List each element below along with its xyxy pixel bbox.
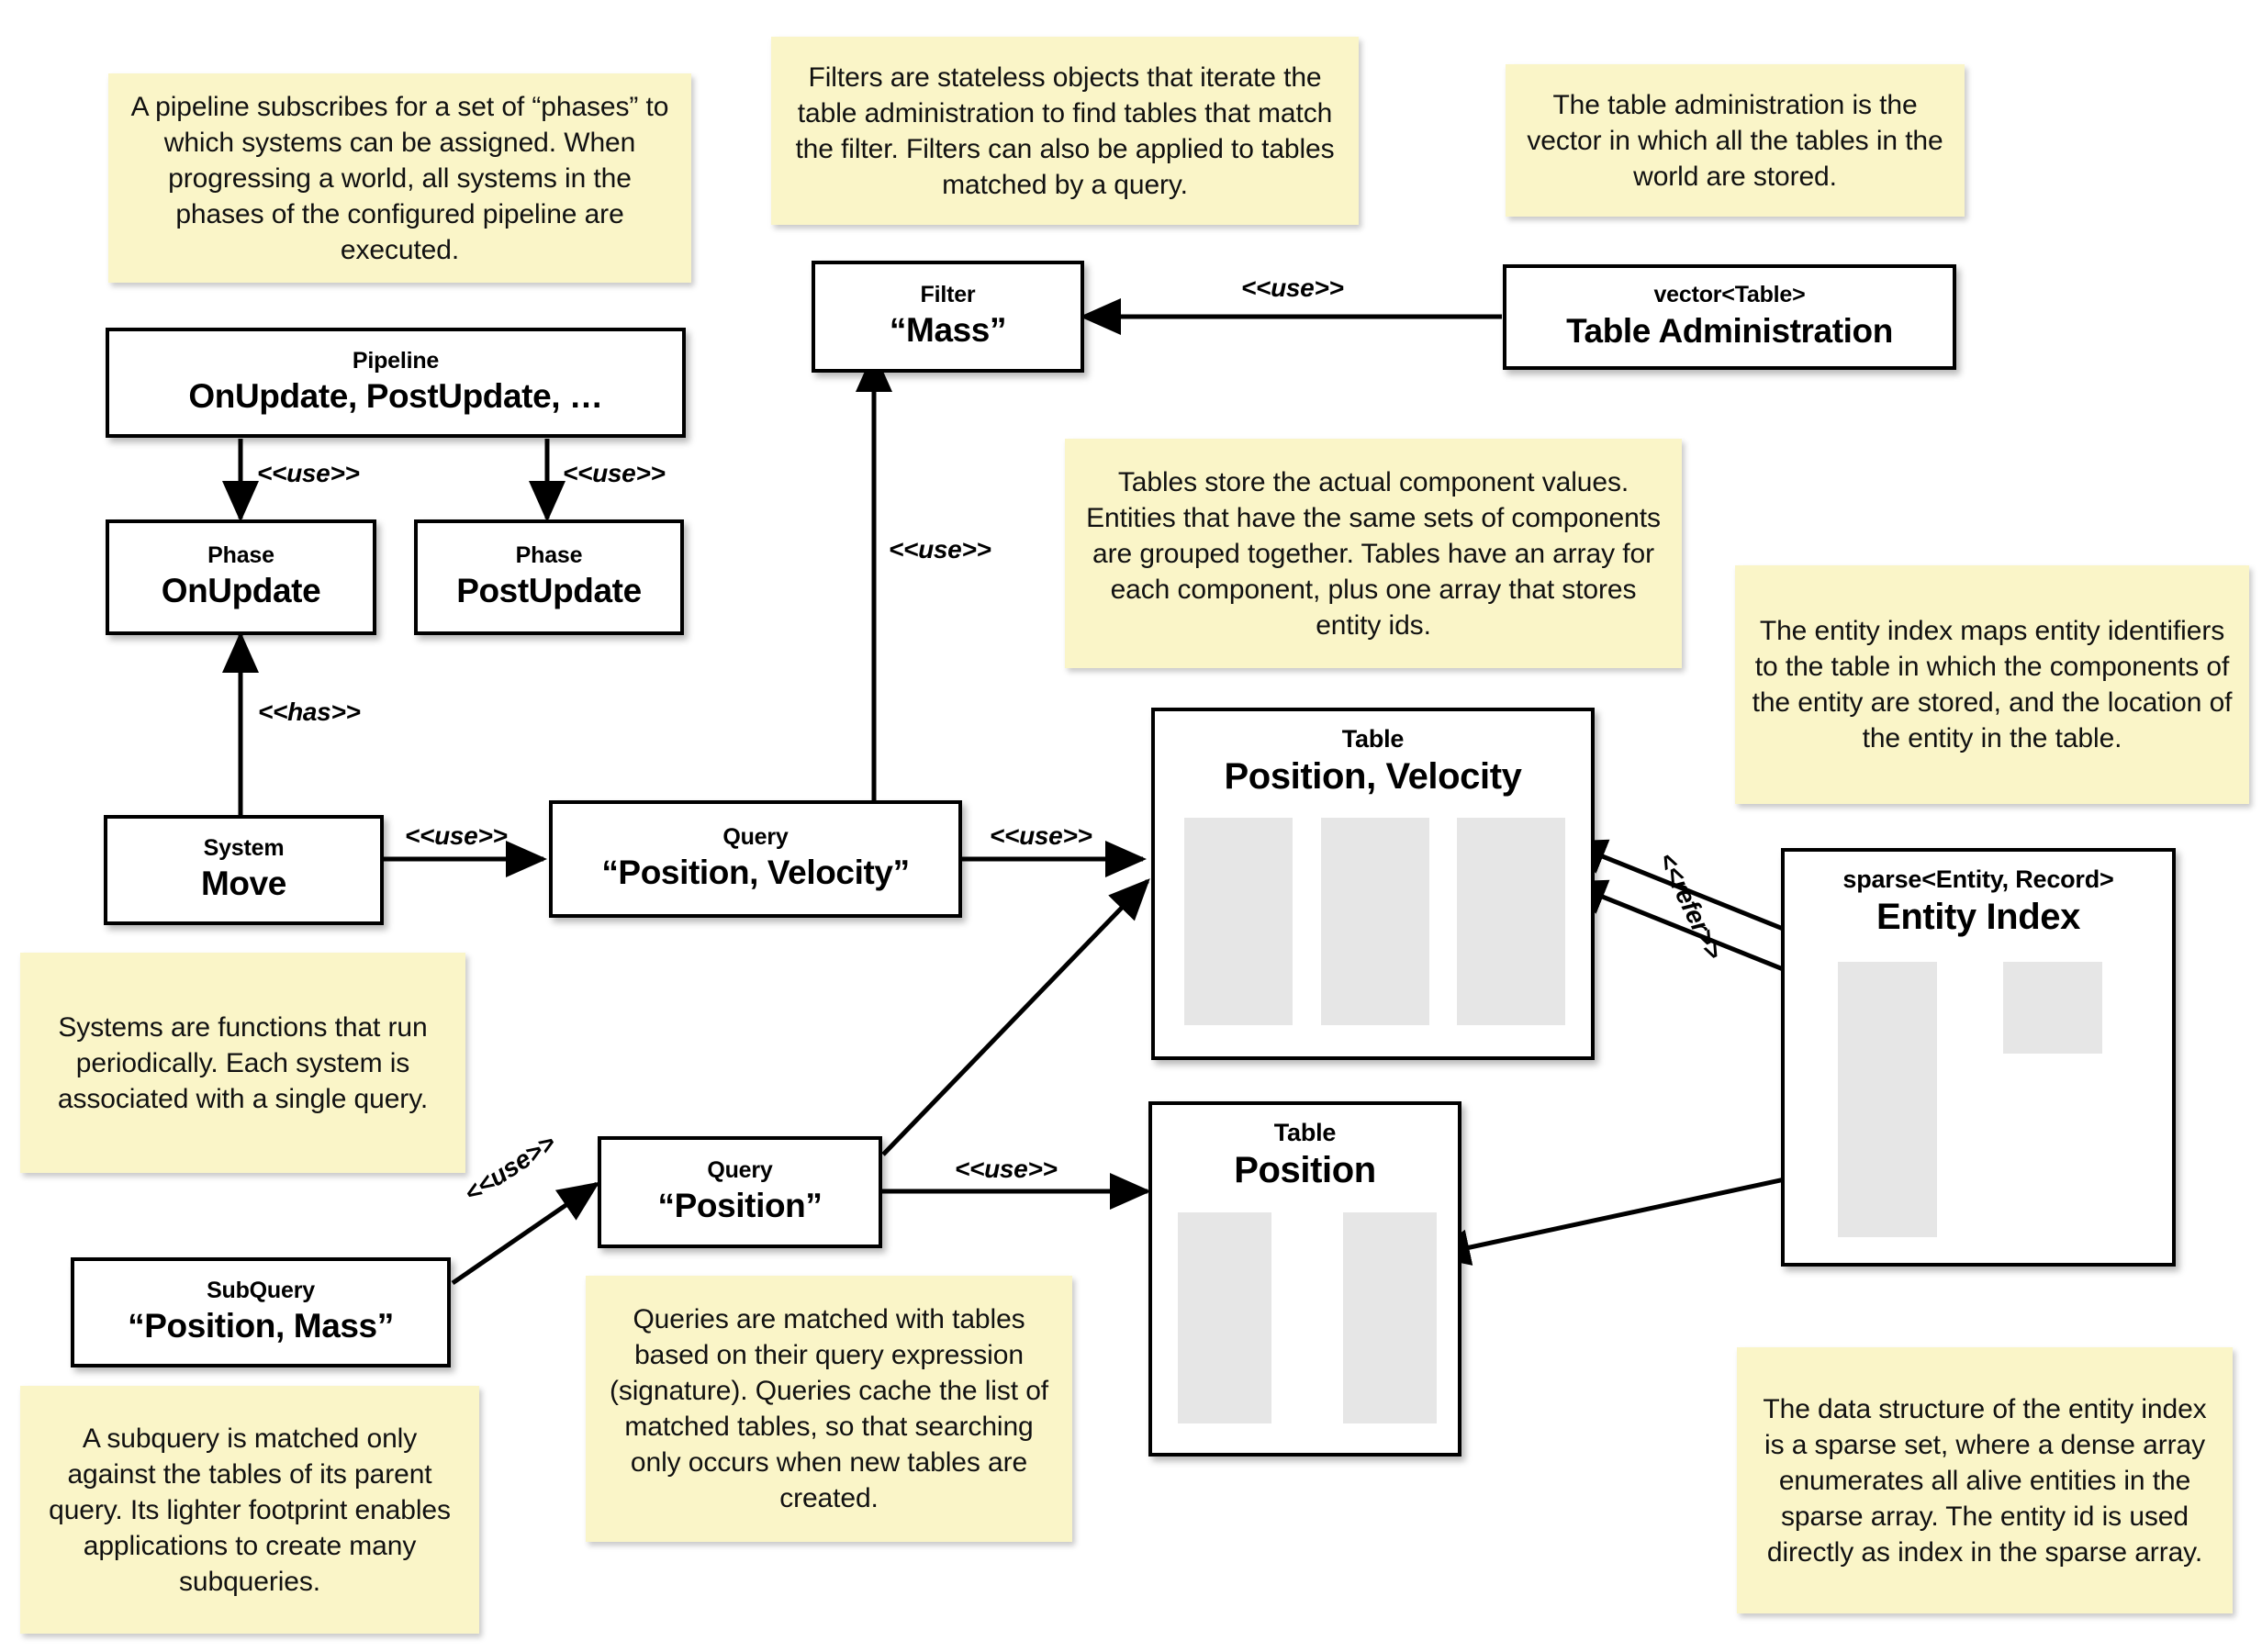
table-pv-columns [1184,818,1565,1025]
table-pv-column-1 [1184,818,1293,1025]
subquery-stereotype: SubQuery [207,1277,315,1303]
entity-index-sparse-array [1838,962,1937,1237]
query-pv-title: “Position, Velocity” [601,854,910,892]
edge-queryp-tablepv [881,878,1150,1156]
table-pv-stereotype: Table [1341,725,1405,753]
table-p-stereotype: Table [1273,1119,1337,1146]
query-pv-stereotype: Query [722,823,789,850]
box-table-position[interactable]: Table Position [1148,1101,1461,1457]
box-system-move[interactable]: System Move [104,815,384,925]
phase-postupdate-stereotype: Phase [515,541,583,568]
edge-label-system-phase-onupdate: <<has>> [258,698,361,726]
phase-onupdate-title: OnUpdate [161,572,321,610]
edge-label-entityindex-refer: <<refer>> [1652,848,1729,964]
edge-label-subquery-queryp: <<use>> [459,1128,561,1208]
entity-index-title: Entity Index [1876,896,2080,937]
edge-label-pipeline-phase-onupdate: <<use>> [257,459,360,487]
box-table-administration[interactable]: vector<Table> Table Administration [1503,264,1956,370]
pipeline-stereotype: Pipeline [352,347,440,374]
box-pipeline[interactable]: Pipeline OnUpdate, PostUpdate, … [106,328,686,438]
box-query-position-velocity[interactable]: Query “Position, Velocity” [549,800,962,918]
phase-onupdate-stereotype: Phase [207,541,274,568]
note-pipeline: A pipeline subscribes for a set of “phas… [108,73,691,283]
edge-label-querypv-tablepv: <<use>> [990,821,1092,850]
table-pv-column-3 [1457,818,1565,1025]
note-entity-index: The entity index maps entity identifiers… [1735,565,2249,804]
box-subquery-position-mass[interactable]: SubQuery “Position, Mass” [71,1257,451,1367]
subquery-title: “Position, Mass” [128,1307,394,1345]
filter-stereotype: Filter [920,281,976,307]
note-systems: Systems are functions that run periodica… [20,953,465,1173]
box-table-position-velocity[interactable]: Table Position, Velocity [1151,708,1595,1060]
box-query-position[interactable]: Query “Position” [598,1136,882,1248]
table-p-column-1 [1178,1212,1271,1423]
edge-label-pipeline-phase-postupdate: <<use>> [563,459,666,487]
entity-index-record-block [2003,962,2102,1054]
note-table-administration: The table administration is the vector i… [1506,64,1965,217]
edge-label-queryp-tablep: <<use>> [955,1155,1058,1183]
note-subquery: A subquery is matched only against the t… [20,1386,479,1634]
table-p-title: Position [1234,1149,1376,1190]
table-pv-column-2 [1320,818,1429,1025]
note-filters: Filters are stateless objects that itera… [771,37,1359,225]
pipeline-title: OnUpdate, PostUpdate, … [188,377,603,416]
table-administration-stereotype: vector<Table> [1653,282,1806,308]
system-title: Move [201,865,286,903]
box-phase-postupdate[interactable]: Phase PostUpdate [414,519,684,635]
edge-label-tableadmin-filter: <<use>> [1241,273,1344,302]
note-queries: Queries are matched with tables based on… [586,1276,1072,1542]
query-p-stereotype: Query [707,1156,773,1183]
filter-title: “Mass” [889,311,1007,350]
entity-index-stereotype: sparse<Entity, Record> [1842,865,2114,893]
box-filter-mass[interactable]: Filter “Mass” [812,261,1084,373]
table-p-columns [1178,1212,1437,1423]
query-p-title: “Position” [657,1187,823,1225]
system-stereotype: System [203,834,285,861]
box-entity-index[interactable]: sparse<Entity, Record> Entity Index [1781,848,2176,1267]
table-administration-title: Table Administration [1566,311,1893,350]
phase-postupdate-title: PostUpdate [456,572,642,610]
note-tables: Tables store the actual component values… [1065,439,1682,668]
table-pv-title: Position, Velocity [1224,755,1522,797]
box-phase-onupdate[interactable]: Phase OnUpdate [106,519,376,635]
edge-label-system-query-pv: <<use>> [405,821,508,850]
note-entity-index-structure: The data structure of the entity index i… [1737,1347,2233,1613]
table-p-column-2 [1343,1212,1437,1423]
edge-label-querypv-filter: <<use>> [889,535,991,564]
